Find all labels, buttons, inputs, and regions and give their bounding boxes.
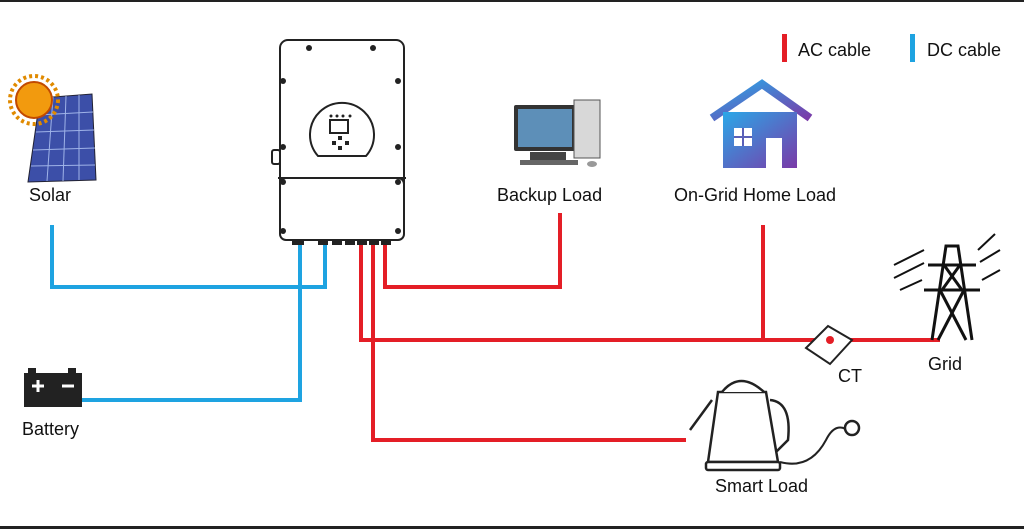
battery-label: Battery bbox=[22, 419, 80, 439]
computer-icon bbox=[514, 99, 601, 167]
dc-legend-swatch bbox=[910, 34, 915, 62]
grid-label: Grid bbox=[928, 354, 963, 374]
kettle-icon bbox=[688, 379, 861, 472]
battery-dc-cable bbox=[82, 245, 302, 402]
home-load-label: On-Grid Home Load bbox=[674, 185, 837, 205]
backup-ac-cable bbox=[383, 213, 562, 289]
ct-clamp-icon bbox=[804, 324, 854, 366]
ct-label: CT bbox=[838, 366, 862, 386]
dc-cable-legend-label: DC cable bbox=[927, 40, 1002, 60]
battery-icon bbox=[24, 368, 82, 407]
smart-load-label: Smart Load bbox=[715, 476, 809, 496]
dc-cables bbox=[50, 225, 327, 402]
house-icon bbox=[709, 79, 813, 168]
solar-label: Solar bbox=[29, 185, 72, 205]
solar-dc-cable bbox=[50, 225, 327, 289]
ac-legend-swatch bbox=[782, 34, 787, 62]
inverter-icon bbox=[271, 39, 406, 245]
power-tower-icon bbox=[893, 233, 1001, 341]
ac-cable-legend-label: AC cable bbox=[798, 40, 872, 60]
ac-cables bbox=[359, 213, 940, 442]
sun-icon bbox=[8, 74, 60, 126]
smart-load-ac-cable bbox=[371, 245, 686, 442]
backup-load-label: Backup Load bbox=[497, 185, 603, 205]
grid-ac-cable bbox=[359, 245, 940, 342]
solar-panel-icon bbox=[27, 93, 97, 183]
